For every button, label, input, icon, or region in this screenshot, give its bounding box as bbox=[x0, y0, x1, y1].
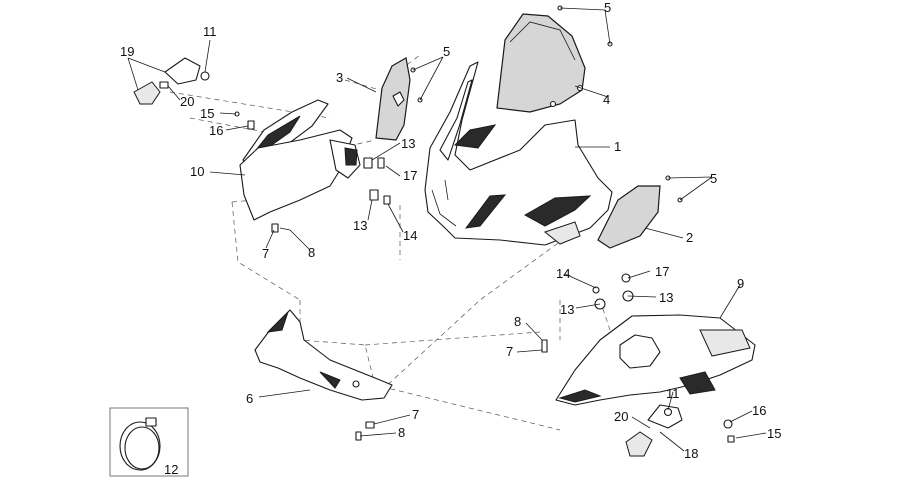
label-part-17-left: 17 bbox=[403, 168, 417, 183]
label-part-11-left: 11 bbox=[203, 24, 217, 39]
label-part-20-right: 20 bbox=[614, 409, 628, 424]
label-part-8-left: 8 bbox=[308, 245, 315, 260]
clamp-part-12 bbox=[109, 407, 189, 477]
belly-pan-part-6 bbox=[254, 309, 393, 401]
label-part-18: 18 bbox=[684, 446, 698, 461]
label-part-2: 2 bbox=[686, 230, 693, 245]
label-part-19: 19 bbox=[120, 44, 134, 59]
label-part-4: 4 bbox=[603, 92, 610, 107]
label-part-12: 12 bbox=[164, 462, 178, 477]
front-fairing-part-1 bbox=[424, 61, 613, 246]
label-part-13-lower: 13 bbox=[353, 218, 367, 233]
label-part-10: 10 bbox=[190, 164, 204, 179]
clamp-inset-box bbox=[109, 407, 189, 477]
assembly-dashed-lines bbox=[169, 54, 611, 431]
label-part-13-right-b: 13 bbox=[659, 290, 673, 305]
label-part-17-right: 17 bbox=[655, 264, 669, 279]
label-part-13-right-a: 13 bbox=[560, 302, 574, 317]
cover-part-3 bbox=[375, 57, 411, 141]
label-part-3: 3 bbox=[336, 70, 343, 85]
label-part-14-right: 14 bbox=[556, 266, 570, 281]
label-part-7-mid: 7 bbox=[506, 344, 513, 359]
label-part-11-right: 11 bbox=[666, 386, 680, 401]
inner-panel-part-10 bbox=[239, 99, 361, 221]
label-part-16-left: 16 bbox=[209, 123, 223, 138]
label-part-5-right: 5 bbox=[710, 171, 717, 186]
label-part-6: 6 bbox=[246, 391, 253, 406]
windscreen-part-4 bbox=[496, 13, 586, 113]
turn-signal-right bbox=[625, 404, 683, 457]
label-part-7-left: 7 bbox=[262, 246, 269, 261]
label-part-8-mid: 8 bbox=[514, 314, 521, 329]
label-part-14-left: 14 bbox=[403, 228, 417, 243]
label-part-15-left: 15 bbox=[200, 106, 214, 121]
label-part-8-bottom: 8 bbox=[398, 425, 405, 440]
label-part-16-right: 16 bbox=[752, 403, 766, 418]
belly-pan-part-9 bbox=[555, 314, 756, 406]
turn-signal-left bbox=[133, 57, 210, 105]
label-part-7-bottom: 7 bbox=[412, 407, 419, 422]
part-number-labels: 1 2 3 4 5 5 5 6 7 7 7 8 8 8 9 10 11 11 1… bbox=[120, 0, 781, 477]
label-part-9: 9 bbox=[737, 276, 744, 291]
leader-lines bbox=[127, 7, 767, 452]
label-part-5-mid: 5 bbox=[443, 44, 450, 59]
label-part-5-top: 5 bbox=[604, 0, 611, 15]
label-part-20-left: 20 bbox=[180, 94, 194, 109]
label-part-13-upper: 13 bbox=[401, 136, 415, 151]
side-panel-part-2 bbox=[597, 185, 661, 249]
label-part-1: 1 bbox=[614, 139, 621, 154]
label-part-15-right: 15 bbox=[767, 426, 781, 441]
